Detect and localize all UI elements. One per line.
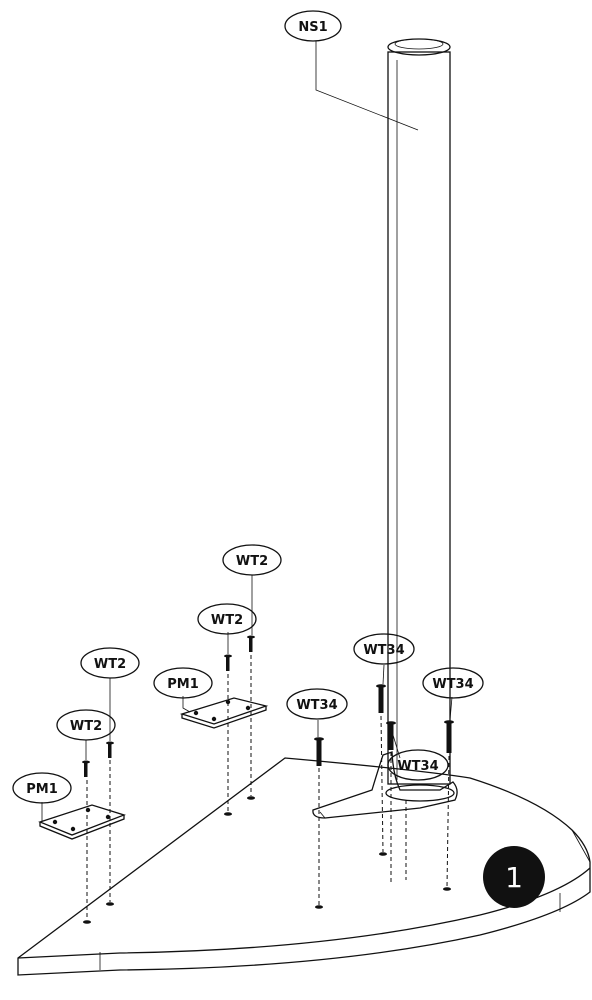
step-number: 1 xyxy=(505,861,523,894)
callout-wt34-mid: WT34 xyxy=(353,633,415,665)
callout-pm1-left: PM1 xyxy=(12,772,72,804)
callout-ns1-text: NS1 xyxy=(298,20,327,35)
callout-wt2-top-right: WT2 xyxy=(222,544,282,576)
mounting-plate-left xyxy=(38,804,126,840)
screws xyxy=(82,635,454,777)
screw-wt2-d xyxy=(247,635,255,652)
callout-wt34-right: WT34 xyxy=(422,667,484,699)
callout-wt2-mid-right: WT2 xyxy=(197,603,257,635)
callout-wt34-low: WT34 xyxy=(387,749,449,781)
callout-wt2-top-left: WT2 xyxy=(80,647,140,679)
insertion-guides xyxy=(83,655,451,924)
screw-wt34-c xyxy=(386,721,396,750)
callout-ns1: NS1 xyxy=(284,10,342,42)
mounting-plate-right xyxy=(179,697,269,729)
callout-pm1-text: PM1 xyxy=(167,677,199,692)
callout-wt34-text: WT34 xyxy=(397,759,438,774)
screw-wt2-a xyxy=(82,760,90,777)
callout-pm1-text: PM1 xyxy=(26,782,58,797)
step-badge: 1 xyxy=(483,846,545,908)
screw-wt2-b xyxy=(106,741,114,758)
upright-tube xyxy=(387,38,451,785)
leader-lines xyxy=(41,41,453,822)
callout-wt2-text: WT2 xyxy=(70,719,102,734)
callout-pm1-right: PM1 xyxy=(153,667,213,699)
callout-wt2-text: WT2 xyxy=(94,657,126,672)
callout-wt2-text: WT2 xyxy=(236,554,268,569)
callout-wt34-text: WT34 xyxy=(296,698,337,713)
foot-bracket xyxy=(312,751,458,819)
screw-wt34-a xyxy=(314,737,324,766)
callout-wt2-text: WT2 xyxy=(211,613,243,628)
callout-wt34-text: WT34 xyxy=(432,677,473,692)
screw-wt34-d xyxy=(444,720,454,753)
screw-wt2-c xyxy=(224,654,232,671)
screw-wt34-b xyxy=(376,684,386,713)
callout-wt2-mid-left: WT2 xyxy=(56,709,116,741)
base-board xyxy=(17,757,591,976)
callout-wt34-text: WT34 xyxy=(363,643,404,658)
callout-wt34-left: WT34 xyxy=(286,688,348,720)
